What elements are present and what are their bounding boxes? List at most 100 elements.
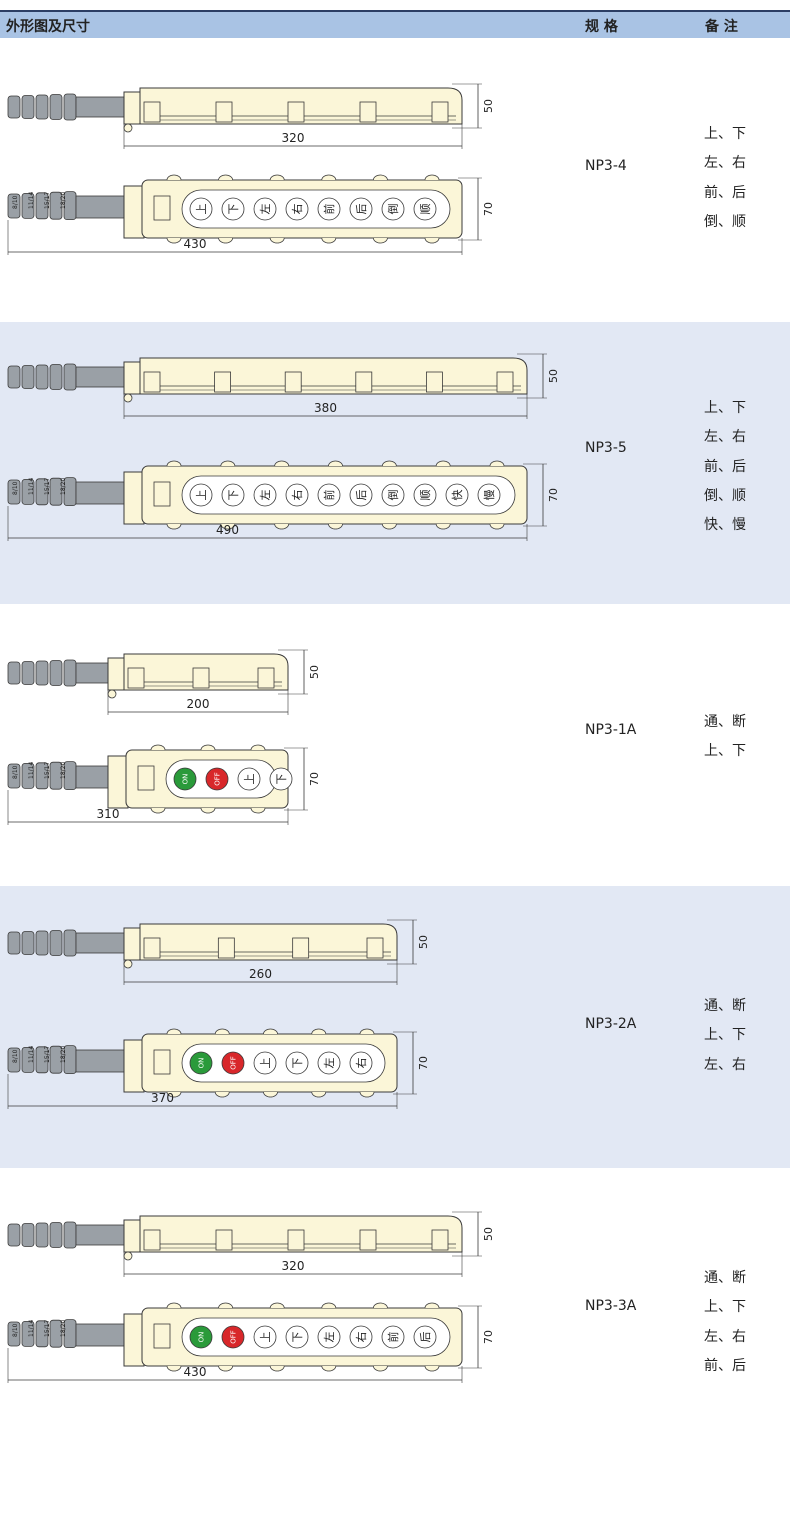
cable-sleeve [75,481,125,505]
housing-bump [150,807,166,814]
housing-bump [166,460,182,467]
housing-bump [373,174,388,181]
housing-bump [200,807,216,814]
push-button [413,483,437,507]
note-item: 前、后 [704,458,746,475]
housing-cap [123,1313,145,1367]
dim-height-label: 50 [417,935,430,949]
housing-bump [250,744,266,751]
cable-size-label: 15/17 [44,1046,51,1063]
notes-list: 通、断上、下 [704,708,746,767]
housing-bump [359,1028,375,1035]
table-header: 外形图及尺寸 规 格 备 注 [0,10,790,38]
housing-bump [250,807,266,814]
push-button [285,1325,309,1349]
housing-bump [220,523,236,530]
cable-size-label: 15/17 [44,1320,51,1337]
button-label: 左 [259,204,272,215]
cable-sleeve [75,195,125,219]
note-item: 上、下 [704,1299,746,1316]
cable-size-label: 18/20 [60,1320,67,1337]
cable-size-label: 15/17 [44,478,51,495]
button-guard [366,937,384,959]
housing-side [139,923,398,961]
cable-size-label: 11/14 [28,192,35,209]
housing-bump [166,1302,182,1309]
housing-bump [424,237,440,244]
cable-size-label: 8/10 [12,481,19,495]
push-button [445,483,469,507]
button-label: 左 [259,490,272,501]
housing-bump [321,1302,337,1309]
housing-bump [424,174,440,181]
cable-ring [35,94,49,120]
button-label: 下 [291,1058,304,1069]
button-label: 上 [195,490,208,501]
cable-ring [21,1046,35,1073]
button-label: 后 [419,1332,432,1343]
cable-sleeve [75,366,125,388]
button-guard [214,371,232,393]
cable-ring [7,95,21,119]
housing-bump [381,523,397,530]
cable-ring [49,1222,63,1248]
note-item: 左、右 [704,1328,746,1345]
cable-ring [7,1047,21,1073]
push-button [221,483,245,507]
cable-ring [35,930,49,956]
dim-length-label: 310 [97,807,120,821]
cable-sleeve [75,662,109,684]
housing-cap [123,185,145,239]
button-guard [496,371,514,393]
push-button [189,197,213,221]
housing-bump [321,237,337,244]
button-guard [215,101,233,123]
nameplate [153,195,171,221]
housing-bump [214,1091,230,1098]
button-guard [292,937,310,959]
notes-list: 通、断上、下左、右前、后 [704,1264,746,1381]
nameplate [153,481,171,507]
push-button [349,1325,373,1349]
housing-cap [107,657,127,691]
cable-size-label: 8/10 [12,195,19,209]
cable-ring [35,192,49,220]
housing-bump [166,523,182,530]
push-button [237,767,261,791]
housing-side [139,357,528,395]
hanging-ring [123,393,133,403]
button-guard [257,667,275,689]
button-guard [192,667,210,689]
housing-bump [218,1365,233,1372]
button-label: 后 [355,490,368,501]
button-label: 上 [259,1058,272,1069]
button-label: 上 [195,204,208,215]
cable-sleeve [75,96,125,118]
button-guard [143,101,161,123]
cable-size-label: 18/20 [60,762,67,779]
push-button [381,1325,405,1349]
notes-list: 通、断上、下左、右 [704,992,746,1080]
cable-sleeve [75,1323,125,1347]
note-item: 左、右 [704,429,746,446]
cable-ring [7,479,21,505]
button-label: 倒 [387,204,400,215]
button-label: 后 [355,204,368,215]
cable-sleeve [75,765,109,789]
housing-bump [373,1302,388,1309]
dim-length-label: 370 [151,1091,174,1105]
cable-ring [21,931,35,955]
button-label: 前 [386,1332,400,1343]
cable-size-label: 15/17 [44,192,51,209]
cable-sleeve [75,1049,125,1073]
button-guard [284,371,302,393]
cable-ring [21,192,35,219]
dim-length-label: 200 [187,697,210,711]
button-label: 左 [323,1058,336,1069]
housing-bump [359,1091,375,1098]
button-label: 上 [259,1332,272,1343]
